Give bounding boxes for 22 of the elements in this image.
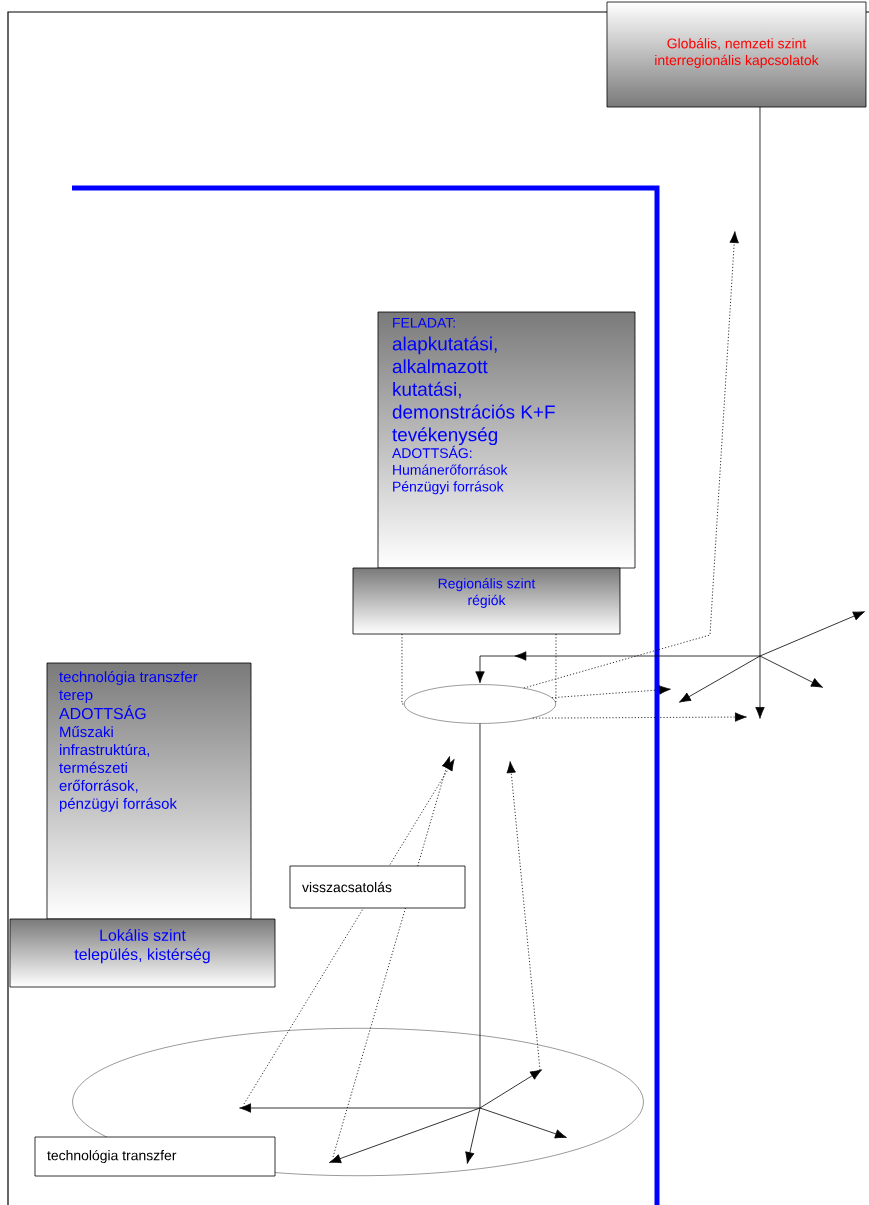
arrow	[506, 761, 541, 1071]
label-box: visszacsatolás	[289, 865, 466, 909]
level-box: Regionális szint régiók	[352, 567, 621, 635]
label-box: technológia transzfer	[34, 1136, 276, 1177]
level-box: Globális, nemzeti szint interregionális kapcsolatok	[606, 1, 867, 108]
arrow	[679, 655, 761, 703]
level-box: Lokális szint település, kistérség	[9, 918, 276, 988]
arrow	[532, 712, 747, 722]
arrow	[332, 756, 451, 1158]
arrow	[755, 655, 765, 719]
arrow	[759, 655, 823, 688]
arrow	[465, 1107, 481, 1164]
arrow	[523, 231, 739, 689]
arrow	[479, 1069, 543, 1109]
arrow	[551, 685, 671, 699]
arrow	[239, 1103, 481, 1113]
arrow	[475, 651, 761, 684]
arrow	[329, 1107, 481, 1164]
ellipse	[404, 684, 556, 724]
line	[759, 106, 761, 657]
arrow	[759, 611, 865, 657]
arrow	[479, 1107, 567, 1139]
